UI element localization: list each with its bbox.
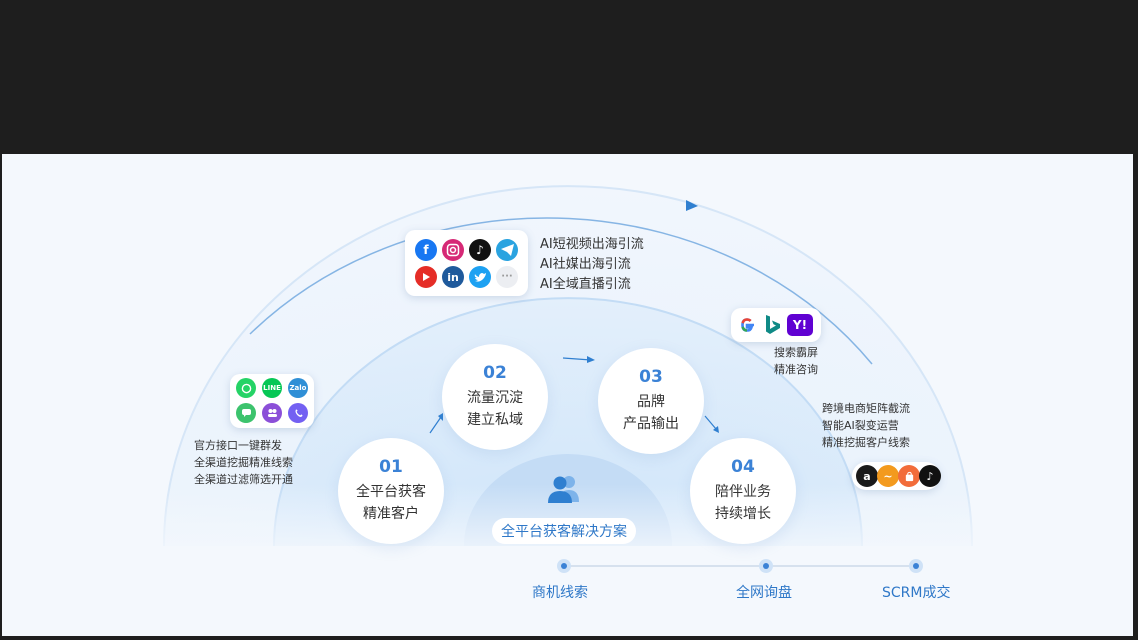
step-number: 04 xyxy=(731,457,755,477)
whatsapp-icon xyxy=(236,378,256,398)
telegram-icon xyxy=(496,239,518,261)
tiktok-icon: ♪ xyxy=(469,239,491,261)
step-circle-04: 04 陪伴业务 持续增长 xyxy=(690,438,796,544)
step-line-2: 持续增长 xyxy=(715,506,771,522)
search-line-2: 精准咨询 xyxy=(774,363,818,376)
search-engine-box: Y! xyxy=(731,308,821,342)
center-title: 全平台获客解决方案 xyxy=(492,518,636,544)
step-line-1: 陪伴业务 xyxy=(715,484,771,500)
messaging-line-2: 全渠道挖掘精准线索 xyxy=(194,456,293,469)
search-line-1: 搜索霸屏 xyxy=(774,346,818,359)
zalo-icon: Zalo xyxy=(288,378,308,398)
step-line-2: 产品输出 xyxy=(623,416,679,432)
timeline-dot-2 xyxy=(759,559,773,573)
timeline-dot-1 xyxy=(557,559,571,573)
more-icon: ··· xyxy=(496,266,518,288)
viber-icon xyxy=(288,403,308,423)
ecommerce-line-3: 精准挖掘客户线索 xyxy=(822,436,910,449)
users-icon xyxy=(548,476,579,503)
step-line-1: 流量沉淀 xyxy=(467,390,523,406)
step-line-2: 精准客户 xyxy=(363,506,419,522)
amazon-icon: a xyxy=(856,465,878,487)
timeline-label-2: 全网询盘 xyxy=(736,585,792,601)
timeline-dot-3 xyxy=(909,559,923,573)
timeline-label-3: SCRM成交 xyxy=(882,585,951,601)
messaging-icon-box: LINE Zalo xyxy=(230,374,314,428)
social-line-3: AI全域直播引流 xyxy=(540,277,631,292)
twitter-icon xyxy=(469,266,491,288)
step-line-1: 品牌 xyxy=(637,394,665,410)
social-icon-box: f ♪ in ··· xyxy=(405,230,528,296)
ecommerce-icon-box: a ~ ♪ xyxy=(852,462,941,490)
timeline-label-1: 商机线索 xyxy=(532,585,588,601)
step-line-1: 全平台获客 xyxy=(356,484,426,500)
facebook-icon: f xyxy=(415,239,437,261)
line-icon: LINE xyxy=(262,378,282,398)
messaging-line-3: 全渠道过滤筛选开通 xyxy=(194,473,293,486)
step-number: 02 xyxy=(483,363,507,383)
linkedin-icon: in xyxy=(442,266,464,288)
messaging-line-1: 官方接口一键群发 xyxy=(194,439,282,452)
step-circle-03: 03 品牌 产品输出 xyxy=(598,348,704,454)
ecommerce-line-1: 跨境电商矩阵截流 xyxy=(822,402,910,415)
instagram-icon xyxy=(442,239,464,261)
bing-icon xyxy=(766,315,780,334)
step-number: 03 xyxy=(639,367,663,387)
social-line-1: AI短视频出海引流 xyxy=(540,237,644,252)
social-line-2: AI社媒出海引流 xyxy=(540,257,631,272)
alibaba-icon: ~ xyxy=(877,465,899,487)
tiktok-shop-icon: ♪ xyxy=(919,465,941,487)
step-circle-02: 02 流量沉淀 建立私域 xyxy=(442,344,548,450)
step-circle-01: 01 全平台获客 精准客户 xyxy=(338,438,444,544)
youtube-icon xyxy=(415,266,437,288)
google-icon xyxy=(741,318,754,332)
shop-icon xyxy=(898,465,920,487)
step-number: 01 xyxy=(379,457,403,477)
messenger-icon xyxy=(262,403,282,423)
yahoo-icon: Y! xyxy=(787,314,813,336)
step-line-2: 建立私域 xyxy=(467,412,523,428)
chat-icon xyxy=(236,403,256,423)
ecommerce-line-2: 智能AI裂变运营 xyxy=(822,419,899,432)
slide: 01 全平台获客 精准客户 02 流量沉淀 建立私域 03 品牌 产品输出 04… xyxy=(2,154,1133,636)
